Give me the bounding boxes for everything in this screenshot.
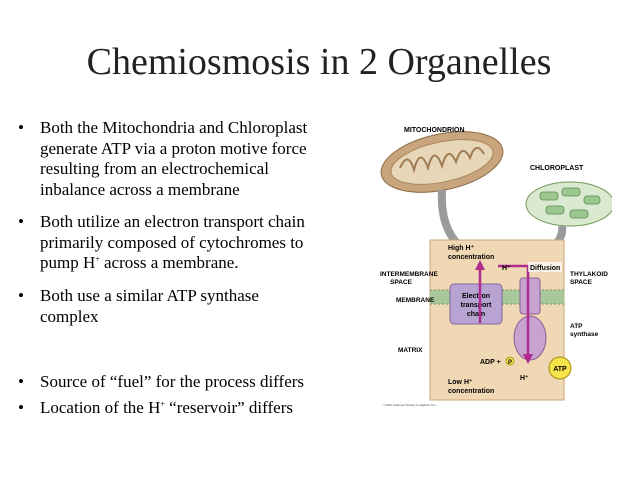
superscript: + xyxy=(160,399,165,409)
etc-complex xyxy=(449,283,503,325)
matrix-label: MATRIX xyxy=(398,347,423,354)
bullet-item: • Location of the H+ “reservoir” differs xyxy=(18,398,378,419)
chemiosmosis-figure: MITOCHONDRION CHLOROPLAST Electron trans… xyxy=(380,118,612,418)
bullet-dot: • xyxy=(18,372,24,391)
bullet-item: • Both utilize an electron transport cha… xyxy=(18,212,378,274)
chloroplast-drawing xyxy=(525,181,612,227)
pi-label: P xyxy=(508,360,512,366)
bullet-dot: • xyxy=(18,118,24,137)
etc-label-line: chain xyxy=(467,311,485,318)
pointer-arrow xyxy=(437,189,463,249)
intermembrane-label: INTERMEMBRANE xyxy=(380,271,438,278)
bullet-dot: • xyxy=(18,286,24,305)
atp-molecule xyxy=(548,356,572,380)
superscript: + xyxy=(95,254,100,264)
mitochondrion-label: MITOCHONDRION xyxy=(404,127,465,134)
bullet-line: resulting from an electrochemical xyxy=(40,159,269,178)
mitochondrion-drawing xyxy=(380,131,504,193)
h-plus-label: H⁺ xyxy=(520,374,529,382)
diffusion-label: Diffusion xyxy=(530,265,560,272)
bullet-item: • Source of “fuel” for the process diffe… xyxy=(18,372,378,393)
bullet-text: “reservoir” differs xyxy=(164,398,293,417)
bullet-text: Location of the H xyxy=(40,398,161,417)
bullet-line: Both use a similar ATP synthase xyxy=(40,286,259,305)
copyright-note: ©1999 Addison Wesley Longman, Inc. xyxy=(382,402,437,408)
atp-synthase-head xyxy=(513,315,547,361)
etc-pump-arrowhead xyxy=(475,260,485,270)
bullet-item: • Both the Mitochondria and Chloroplast … xyxy=(18,118,378,200)
bullet-line: Location of the H+ “reservoir” differs xyxy=(40,398,378,419)
bullet-text: pump H xyxy=(40,253,96,272)
bullet-line: complex xyxy=(40,306,99,326)
atp-synthase-label: ATP xyxy=(570,323,583,330)
bullet-line: Both utilize an electron transport chain xyxy=(40,212,305,231)
bullet-line: Both the Mitochondria and Chloroplast xyxy=(40,118,308,137)
chloroplast-label: CHLOROPLAST xyxy=(530,165,584,172)
bullet-text: across a membrane. xyxy=(99,253,239,272)
proton-flow-arrowhead xyxy=(523,354,533,364)
membrane-label: MEMBRANE xyxy=(396,297,435,304)
high-h-label: concentration xyxy=(448,254,494,261)
phosphate-icon xyxy=(505,356,515,366)
bullet-line: pump H+ across a membrane. xyxy=(40,253,378,274)
bullet-line: inbalance across a membrane xyxy=(40,179,240,199)
bullet-dot: • xyxy=(18,212,24,231)
h-plus-label: H⁺ xyxy=(502,264,511,272)
atp-label: ATP xyxy=(553,366,567,373)
low-h-label: concentration xyxy=(448,388,494,395)
bullet-dot: • xyxy=(18,398,24,417)
bullet-line: Source of “fuel” for the process differs xyxy=(40,372,305,391)
bullet-line: generate ATP via a proton motive force xyxy=(40,138,307,158)
low-h-label: Low H⁺ xyxy=(448,378,473,386)
atp-synthase-label: synthase xyxy=(570,331,599,338)
atp-synthase-channel xyxy=(519,277,541,315)
figure-svg: MITOCHONDRION CHLOROPLAST Electron trans… xyxy=(380,127,612,408)
etc-label-line: Electron xyxy=(462,293,490,300)
thylakoid-label: THYLAKOID xyxy=(570,271,608,278)
thylakoid-label: SPACE xyxy=(570,279,593,286)
intermembrane-label: SPACE xyxy=(390,279,413,286)
etc-label-line: transport xyxy=(461,302,492,309)
high-h-label: High H⁺ xyxy=(448,244,475,252)
bullet-line: primarily composed of cytochromes to xyxy=(40,232,304,252)
adp-label: ADP + xyxy=(480,359,501,366)
bullet-item: • Both use a similar ATP synthase comple… xyxy=(18,286,378,327)
slide-title: Chemiosmosis in 2 Organelles xyxy=(86,41,552,83)
